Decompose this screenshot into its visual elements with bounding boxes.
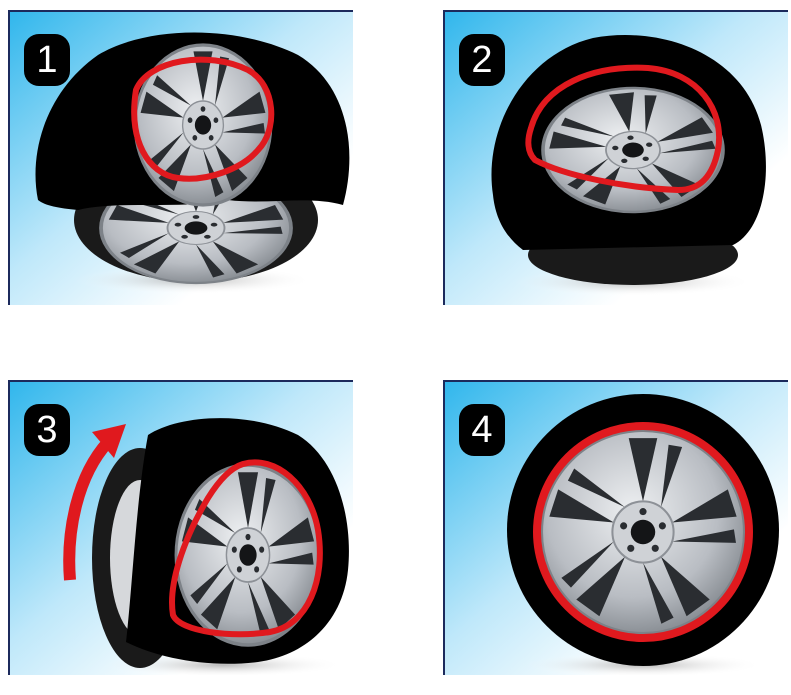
tire-cover-icon xyxy=(63,418,349,675)
rim-icon xyxy=(541,430,745,634)
tire-cover-icon xyxy=(35,32,350,294)
step-panel-1: 1 xyxy=(8,10,353,305)
tire-cover-icon xyxy=(507,394,779,675)
step-number-badge: 3 xyxy=(24,404,70,456)
step-number-badge: 1 xyxy=(24,34,70,86)
step-panel-2: 2 xyxy=(443,10,788,305)
step-panel-3: 3 xyxy=(8,380,353,675)
step-number-badge: 4 xyxy=(459,404,505,456)
tire-cover-icon xyxy=(491,35,766,296)
step-panel-4: 4 xyxy=(443,380,788,675)
rotate-arrow-icon xyxy=(63,437,113,581)
step-number-badge: 2 xyxy=(459,34,505,86)
